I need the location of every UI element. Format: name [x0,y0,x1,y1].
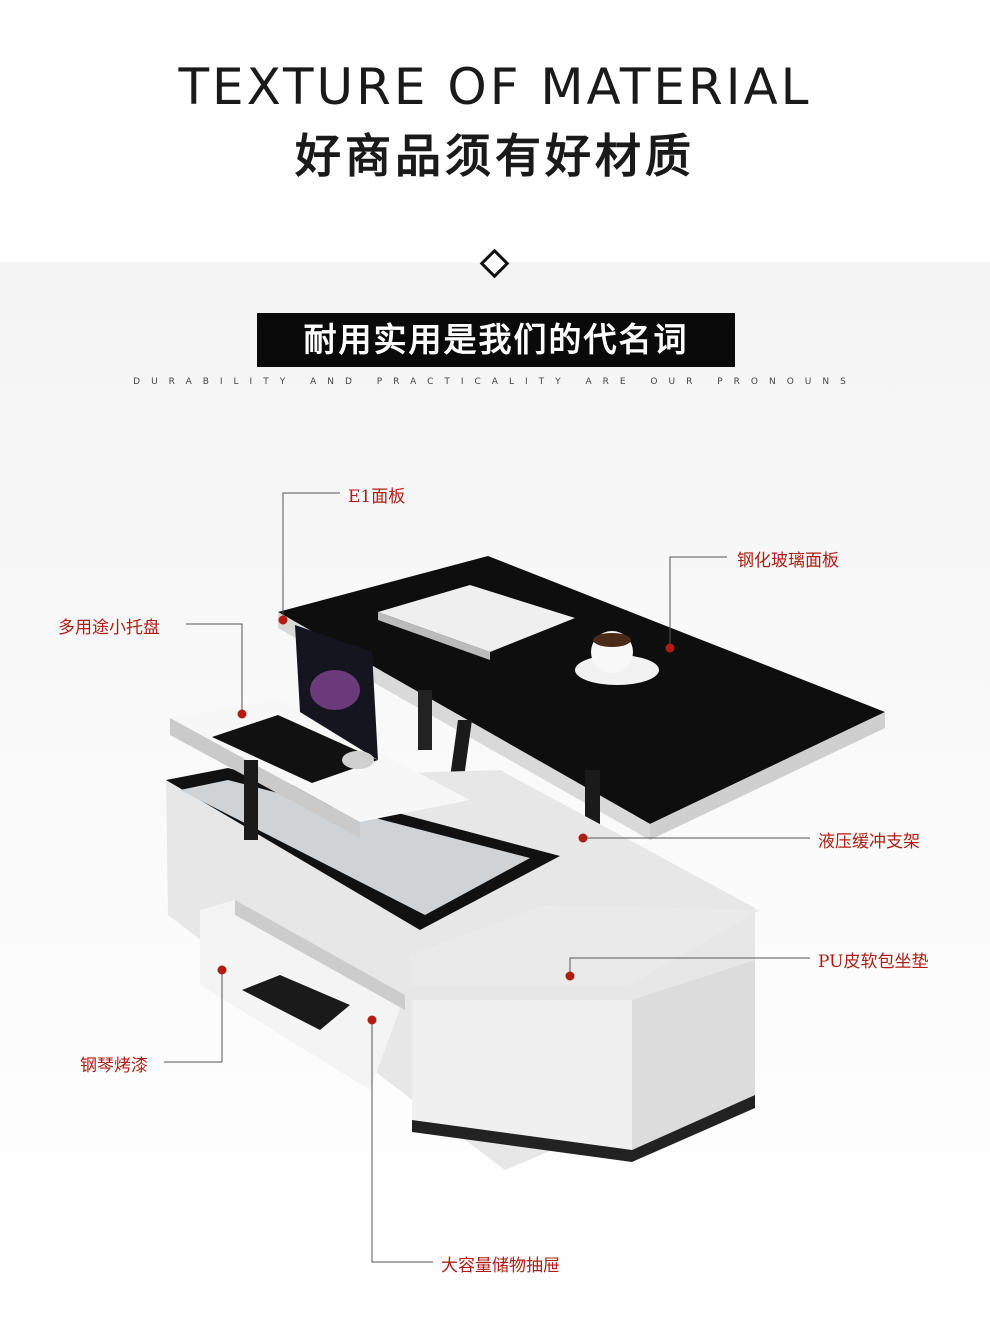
title-chinese: 好商品须有好材质 [295,129,695,183]
title-english: TEXTURE OF MATERIAL [178,58,812,116]
section-banner: 耐用实用是我们的代名词 [257,313,735,367]
label-tray: 多用途小托盘 [58,618,160,638]
label-pu-cushion: PU皮软包坐垫 [818,952,929,972]
section-subline: DURABILITY AND PRACTICALITY ARE OUR PRON… [133,377,857,387]
label-e1-panel: E1面板 [348,487,406,507]
label-piano-paint: 钢琴烤漆 [80,1056,148,1076]
label-hydraulic: 液压缓冲支架 [818,832,920,852]
label-tempered-glass: 钢化玻璃面板 [737,551,839,571]
label-drawer: 大容量储物抽屉 [441,1256,560,1276]
